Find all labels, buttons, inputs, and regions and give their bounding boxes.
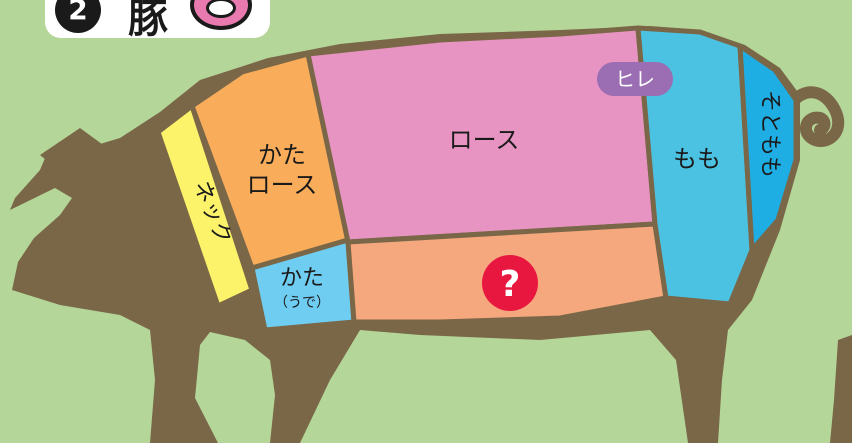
label-question: ? — [500, 264, 521, 305]
cut-neck[interactable] — [155, 103, 255, 309]
title-number: 2 — [58, 0, 98, 30]
pig-ear — [40, 128, 110, 180]
label-kata-loin-1: かた — [258, 141, 306, 169]
label-kata-loin-2: ロース — [247, 171, 318, 199]
hire-badge[interactable] — [597, 62, 673, 96]
label-kata-ude-2: （うで） — [274, 295, 330, 311]
label-sotomomo: そともも — [757, 90, 782, 178]
label-hire: ヒレ — [615, 67, 655, 91]
page-title: 豚 — [128, 0, 168, 42]
question-icon[interactable] — [482, 255, 538, 311]
label-loin: ロース — [449, 126, 520, 154]
label-momo: もも — [673, 145, 721, 173]
pig-leg-far — [830, 335, 852, 443]
label-kata-ude-1: かた — [280, 266, 324, 291]
pig-tail — [784, 86, 845, 147]
cut-momo[interactable] — [635, 25, 755, 307]
cut-sotomomo[interactable] — [737, 43, 799, 253]
